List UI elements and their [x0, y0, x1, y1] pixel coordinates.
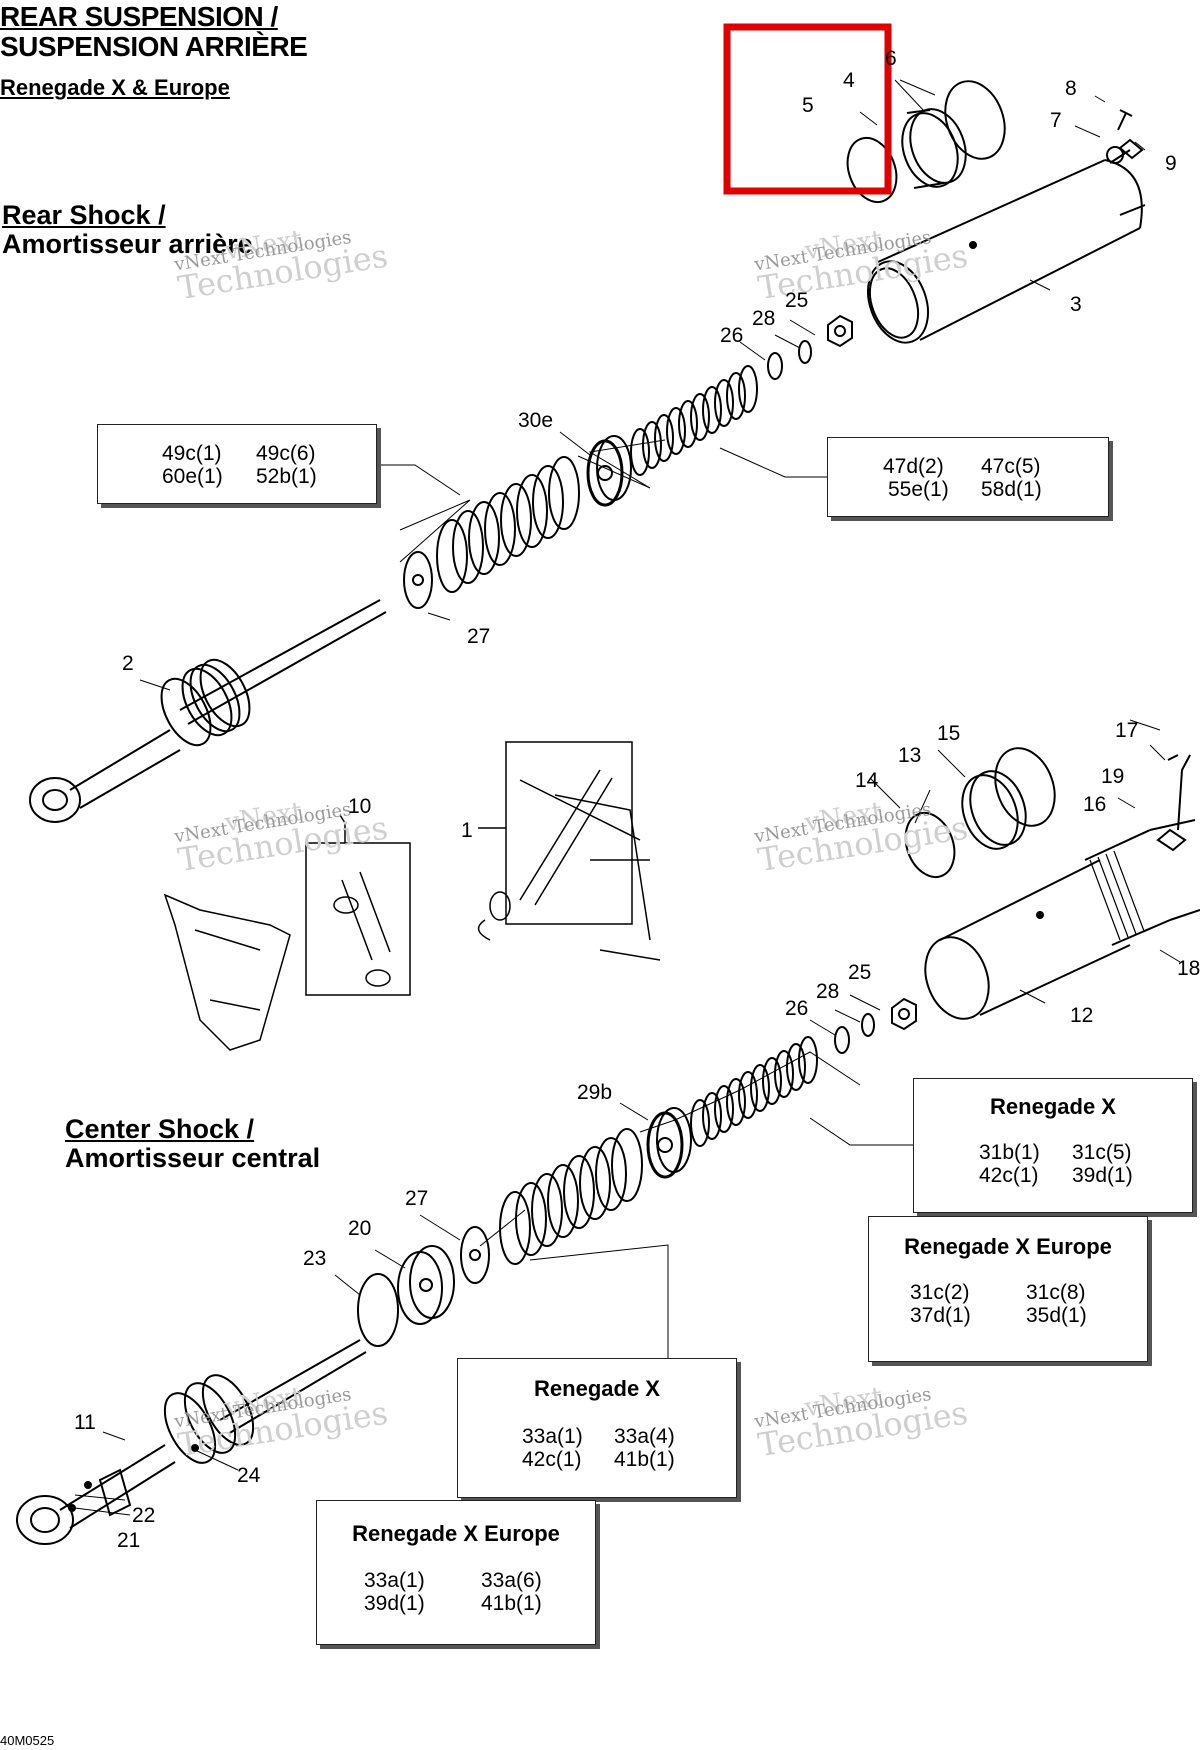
kit-code: 33a(6): [481, 1569, 542, 1592]
callout-23: 23: [303, 1247, 327, 1270]
callout-1: 1: [461, 819, 473, 842]
kit-code: 47c(5): [981, 455, 1041, 478]
callout-9: 9: [1165, 152, 1177, 175]
kit-box-rear-main-spring: 49c(1) 49c(6) 60e(1) 52b(1): [97, 424, 377, 504]
center-shock-assembly: [16, 719, 1200, 1545]
rear-shock-heading: Rear Shock / Amortisseur arrière: [2, 201, 253, 259]
callout-20: 20: [348, 1217, 372, 1240]
kit-code: 35d(1): [1026, 1304, 1087, 1327]
kit-box-center-main-europe: Renegade X Europe 33a(1) 33a(6) 39d(1) 4…: [316, 1500, 596, 1645]
title-line-french: SUSPENSION ARRIÈRE: [0, 31, 308, 62]
kit-code: 42c(1): [979, 1164, 1039, 1187]
callout-8: 8: [1065, 77, 1077, 100]
kit-box-title: Renegade X Europe: [904, 1234, 1112, 1259]
kit-code: 60e(1): [162, 465, 223, 488]
callout-19: 19: [1101, 765, 1125, 788]
callout-25: 25: [848, 961, 872, 984]
kit-code: 41b(1): [614, 1448, 675, 1471]
kit-code: 47d(2): [883, 455, 944, 478]
highlight-box: [723, 23, 892, 195]
page-title: REAR SUSPENSION / SUSPENSION ARRIÈRE: [0, 1, 308, 62]
callout-29b: 29b: [577, 1081, 613, 1104]
kit-box-rear-secondary-spring: 47d(2) 47c(5) 55e(1) 58d(1): [827, 437, 1109, 517]
callout-4: 4: [843, 69, 855, 92]
rear-seal-part-6: [944, 80, 1006, 160]
kit-code: 41b(1): [481, 1592, 542, 1615]
rear-shock-heading-en: Rear Shock /: [2, 200, 166, 230]
kit-code: 42c(1): [522, 1448, 582, 1471]
kit-code: 31b(1): [979, 1141, 1040, 1164]
callout-26: 26: [720, 324, 744, 347]
callout-28: 28: [752, 307, 776, 330]
rear-shock-heading-fr: Amortisseur arrière: [2, 229, 253, 259]
callout-25: 25: [785, 289, 809, 312]
callout-7: 7: [1050, 109, 1062, 132]
callout-12: 12: [1070, 1004, 1094, 1027]
callout-15: 15: [937, 722, 961, 745]
center-shock-heading-fr: Amortisseur central: [65, 1143, 321, 1173]
kit-code: 39d(1): [364, 1592, 425, 1615]
callout-6: 6: [885, 47, 897, 70]
kit-code: 49c(6): [256, 442, 316, 465]
callout-24: 24: [237, 1464, 261, 1487]
callout-27: 27: [405, 1187, 429, 1210]
title-line-english: REAR SUSPENSION /: [0, 1, 278, 32]
kit-code: 33a(1): [364, 1569, 425, 1592]
center-shock-heading: Center Shock / Amortisseur central: [65, 1115, 320, 1173]
callout-14: 14: [855, 769, 879, 792]
callout-21: 21: [117, 1529, 141, 1552]
kit-code: 37d(1): [910, 1304, 971, 1327]
callout-3: 3: [1070, 293, 1082, 316]
kit-box-title: Renegade X Europe: [352, 1521, 560, 1546]
callout-22: 22: [132, 1504, 156, 1527]
kit-code: 31c(8): [1026, 1281, 1086, 1304]
center-shock-heading-en: Center Shock /: [65, 1114, 255, 1144]
kit-code: 49c(1): [162, 442, 222, 465]
model-subtitle: Renegade X & Europe: [0, 75, 230, 100]
callout-5: 5: [802, 94, 814, 117]
kit-box-center-secondary-renegade-x: Renegade X 31b(1) 31c(5) 42c(1) 39d(1): [913, 1078, 1193, 1213]
kit-code: 31c(2): [910, 1281, 970, 1304]
callout-26: 26: [785, 997, 809, 1020]
kit-code: 55e(1): [888, 478, 949, 501]
kit-box-title: Renegade X: [990, 1094, 1116, 1119]
rear-shock-assembly: [29, 79, 1146, 823]
kit-code: 33a(4): [614, 1425, 675, 1448]
kit-code: 33a(1): [522, 1425, 583, 1448]
callout-13: 13: [898, 744, 922, 767]
kit-box-center-main-renegade-x: Renegade X 33a(1) 33a(4) 42c(1) 41b(1): [457, 1358, 737, 1498]
kit-code: 31c(5): [1072, 1141, 1132, 1164]
callout-16: 16: [1083, 793, 1107, 816]
callout-17: 17: [1115, 719, 1139, 742]
callout-30e: 30e: [518, 409, 554, 432]
kit-code: 52b(1): [256, 465, 317, 488]
kit-box-title: Renegade X: [534, 1376, 660, 1401]
kit-box-center-secondary-europe: Renegade X Europe 31c(2) 31c(8) 37d(1) 3…: [868, 1216, 1148, 1362]
callout-11: 11: [74, 1411, 96, 1434]
callout-28: 28: [816, 980, 840, 1003]
callout-27: 27: [467, 625, 491, 648]
kit-code: 58d(1): [981, 478, 1042, 501]
callout-18: 18: [1177, 957, 1200, 980]
kit-code: 39d(1): [1072, 1164, 1133, 1187]
callout-10: 10: [348, 795, 372, 818]
callout-2: 2: [122, 652, 134, 675]
figure-id: 40M0525: [0, 1733, 55, 1748]
suspension-locator-views: [163, 741, 661, 1051]
rear-oring-part-5: [846, 137, 898, 203]
